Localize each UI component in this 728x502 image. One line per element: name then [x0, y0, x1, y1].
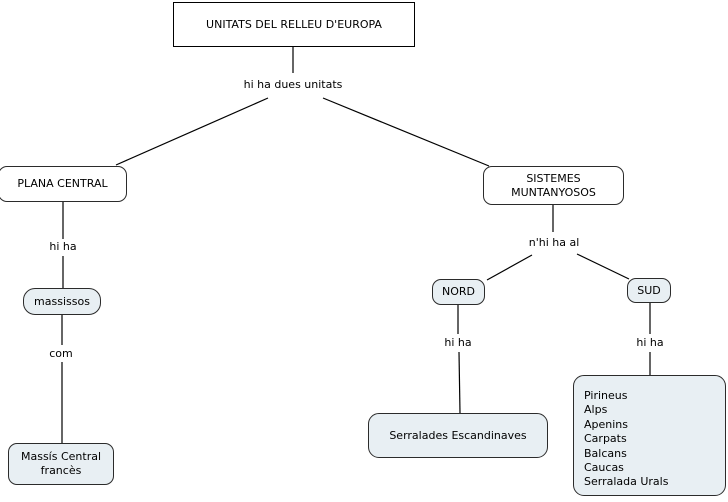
list-item: Balcans	[584, 446, 627, 460]
list-item: Alps	[584, 403, 608, 417]
list-item: Pirineus	[584, 389, 628, 402]
node-sud[interactable]: SUD	[627, 278, 671, 303]
connector-line	[576, 253, 630, 280]
list-item: Caucas	[584, 461, 624, 475]
node-massis-central-frances[interactable]: Massís Central francès	[8, 443, 114, 485]
node-plana-central[interactable]: PLANA CENTRAL	[0, 166, 127, 202]
node-serralades-escandinaves[interactable]: Serralades Escandinaves	[368, 413, 548, 458]
node-massissos[interactable]: massissos	[23, 288, 101, 315]
node-serralades-sud-list[interactable]: Pirineus Alps Apenins Carpats Balcans Ca…	[573, 375, 726, 496]
list-item: Carpats	[584, 432, 627, 446]
link-label-sud-hi-ha[interactable]: hi ha	[636, 336, 664, 349]
list-item: Apenins	[584, 417, 629, 431]
node-root[interactable]: UNITATS DEL RELLEU D'EUROPA	[173, 2, 415, 47]
link-label-com[interactable]: com	[49, 347, 73, 360]
link-label-root-children[interactable]: hi ha dues unitats	[243, 78, 343, 91]
link-label-nord-hi-ha[interactable]: hi ha	[444, 336, 472, 349]
connector-line	[115, 97, 269, 166]
list-item: Serralada Urals	[584, 475, 669, 489]
link-label-plana-hi-ha[interactable]: hi ha	[49, 240, 77, 253]
link-label-nhi-ha-al[interactable]: n'hi ha al	[528, 236, 580, 249]
connector-line	[458, 351, 461, 414]
node-sistemes-muntanyosos[interactable]: SISTEMES MUNTANYOSOS	[483, 166, 624, 205]
node-nord[interactable]: NORD	[432, 279, 485, 305]
connector-line	[322, 97, 490, 167]
connector-line	[486, 254, 533, 281]
